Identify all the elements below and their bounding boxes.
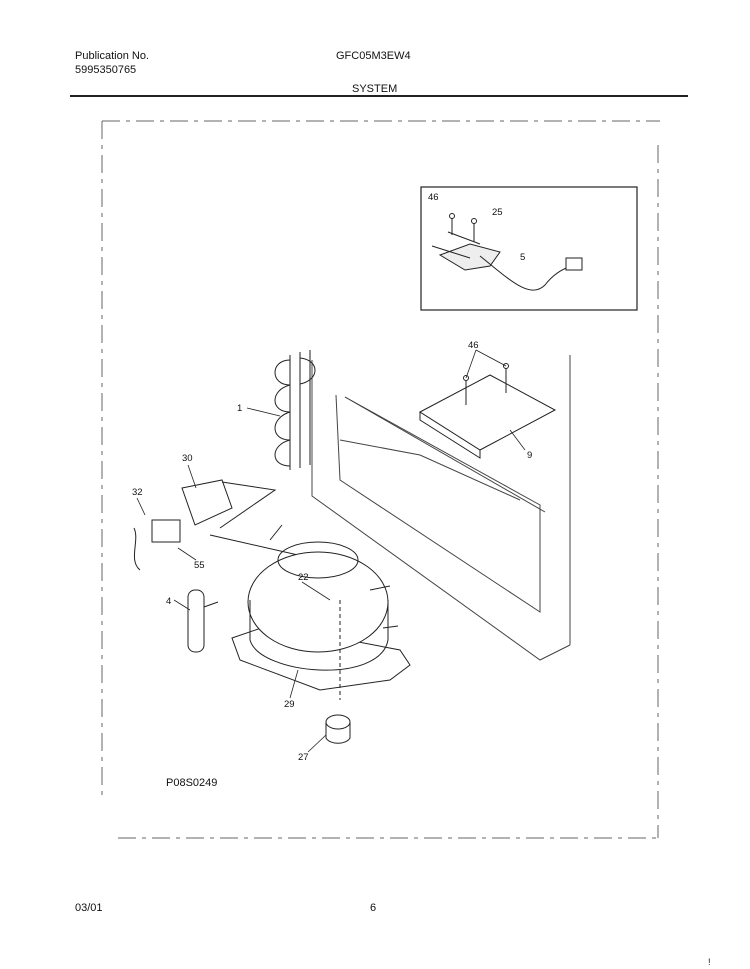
drawing-code: P08S0249: [166, 777, 217, 789]
temperature-control-assembly: [431, 213, 583, 291]
publication-label: Publication No.: [75, 50, 149, 62]
cover-plate: [419, 363, 557, 459]
callout-4: 4: [166, 596, 171, 607]
grommet: [325, 714, 351, 744]
callout-30: 30: [182, 453, 193, 464]
filter-drier: [187, 589, 219, 653]
callout-29: 29: [284, 699, 295, 710]
callout-55: 55: [194, 560, 205, 571]
condenser-coil: [274, 350, 316, 470]
section-title: SYSTEM: [352, 83, 398, 95]
diagram-frame: [101, 120, 660, 839]
relay-overload: [133, 479, 321, 571]
callout-1: 1: [237, 403, 242, 414]
callout-32: 32: [132, 487, 143, 498]
model-number: GFC05M3EW4: [336, 50, 411, 62]
callout-25: 25: [492, 207, 503, 218]
corner-mark: !: [708, 957, 711, 967]
page-number: 6: [370, 902, 377, 914]
callout-5: 5: [520, 252, 525, 263]
cabinet-outline: [311, 355, 571, 661]
callout-46-inset: 46: [428, 192, 439, 203]
leader-lines: [136, 349, 526, 753]
header-rule: [70, 95, 688, 97]
callout-labels: 46 25 5 46 9 1 30 32 55 22 4 29 27 P08S0…: [132, 192, 532, 789]
footer-date: 03/01: [75, 902, 103, 914]
callout-46: 46: [468, 340, 479, 351]
publication-number: 5995350765: [75, 64, 137, 76]
callout-22: 22: [298, 572, 309, 583]
callout-9: 9: [527, 450, 532, 461]
compressor: [231, 524, 411, 700]
callout-27: 27: [298, 752, 309, 763]
inset-box: [420, 186, 638, 311]
